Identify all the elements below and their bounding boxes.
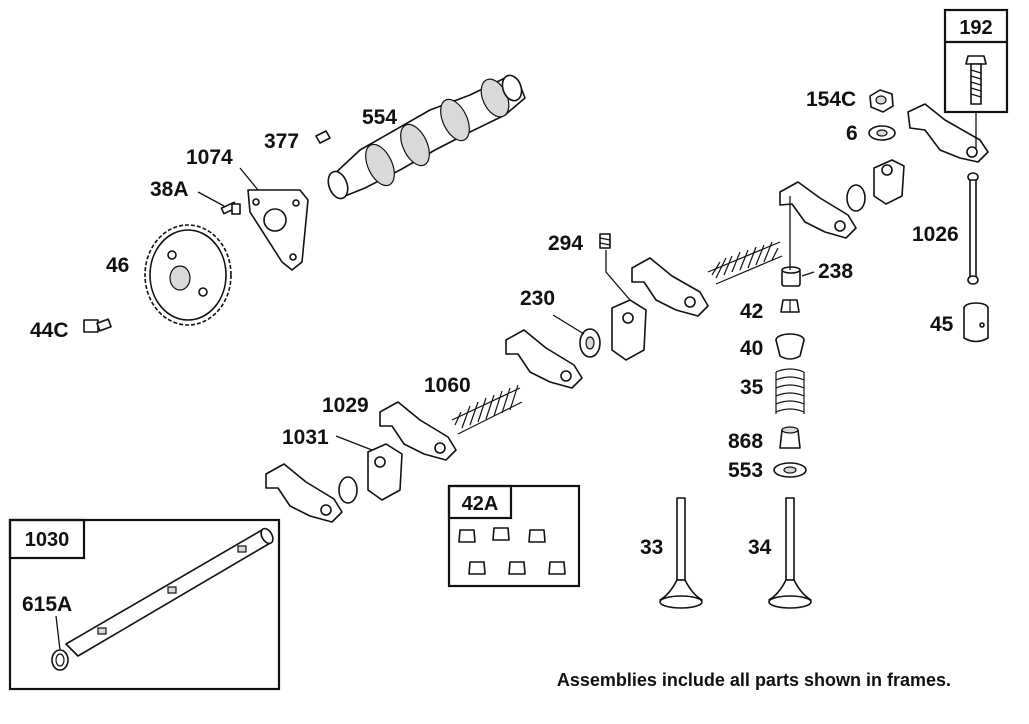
cam-plate-icon bbox=[247, 189, 309, 271]
callout-46: 46 bbox=[106, 254, 129, 277]
callout-1074: 1074 bbox=[186, 146, 233, 169]
callout-35: 35 bbox=[740, 376, 764, 399]
rocker-arm-top-right-icon bbox=[873, 103, 989, 205]
washer-553-icon bbox=[773, 462, 807, 478]
callout-230: 230 bbox=[520, 287, 555, 310]
snap-ring-icon bbox=[51, 649, 69, 671]
nut-154c-icon bbox=[869, 89, 894, 113]
callout-615A: 615A bbox=[22, 593, 72, 616]
rocker-arm-icon bbox=[779, 181, 857, 239]
callout-6: 6 bbox=[846, 122, 858, 145]
keeper-42-icon bbox=[780, 299, 800, 313]
adjusting-screw-icon bbox=[965, 55, 987, 105]
frame-1030: 1030 bbox=[8, 518, 281, 691]
callout-553: 553 bbox=[728, 459, 763, 482]
callout-45: 45 bbox=[930, 313, 954, 336]
frame-192-label: 192 bbox=[959, 17, 992, 39]
cam-gear-icon bbox=[144, 224, 232, 326]
valve-spring-upper-icon bbox=[707, 241, 783, 285]
valve-cap-icon bbox=[781, 266, 801, 287]
washer-230-icon bbox=[579, 328, 601, 358]
valve-seal-868-icon bbox=[779, 426, 801, 449]
valve-34-icon bbox=[768, 497, 812, 609]
frame-1030-label: 1030 bbox=[25, 529, 70, 551]
rocker-arm-1029-icon bbox=[379, 401, 457, 461]
rocker-arm-bottom-icon bbox=[265, 463, 343, 523]
valve-spring-35-icon bbox=[775, 368, 805, 414]
frame-42A-label: 42A bbox=[462, 493, 499, 515]
callout-154C: 154C bbox=[806, 88, 856, 111]
callout-34: 34 bbox=[748, 536, 772, 559]
washer-lower-icon bbox=[338, 476, 358, 504]
rocker-pedestal-icon bbox=[611, 299, 647, 361]
washer-6-icon bbox=[868, 125, 896, 141]
washer-icon bbox=[846, 184, 866, 212]
push-rod-icon bbox=[967, 172, 979, 285]
callout-868: 868 bbox=[728, 430, 763, 453]
callout-1031: 1031 bbox=[282, 426, 329, 449]
callout-44C: 44C bbox=[30, 319, 69, 342]
rocker-arm-lower-icon bbox=[505, 329, 583, 389]
callout-1029: 1029 bbox=[322, 394, 369, 417]
callout-33: 33 bbox=[640, 536, 663, 559]
tappet-icon bbox=[963, 302, 989, 343]
rocker-arm-middle-icon bbox=[631, 257, 709, 317]
callout-554: 554 bbox=[362, 106, 397, 129]
callout-1026: 1026 bbox=[912, 223, 959, 246]
callout-1060: 1060 bbox=[424, 374, 471, 397]
valve-33-icon bbox=[659, 497, 703, 609]
callout-377: 377 bbox=[264, 130, 299, 153]
rocker-spring-icon bbox=[451, 384, 523, 435]
callout-40: 40 bbox=[740, 337, 763, 360]
woodruff-key-icon bbox=[315, 130, 331, 144]
callout-238: 238 bbox=[818, 260, 853, 283]
frame-42A: 42A bbox=[447, 484, 581, 588]
frame-192: 192 bbox=[943, 8, 1009, 114]
set-screw-icon bbox=[599, 233, 611, 249]
spring-retainer-40-icon bbox=[775, 333, 805, 360]
bolt-38a-icon bbox=[220, 201, 241, 215]
rocker-pedestal-1031-icon bbox=[367, 443, 403, 501]
camshaft-icon bbox=[327, 74, 526, 200]
callout-42: 42 bbox=[740, 300, 763, 323]
rocker-shaft-icon bbox=[65, 527, 274, 657]
valve-keepers-set-icon bbox=[458, 527, 566, 575]
assemblies-footnote: Assemblies include all parts shown in fr… bbox=[557, 670, 951, 690]
callout-294: 294 bbox=[548, 232, 583, 255]
callout-38A: 38A bbox=[150, 178, 189, 201]
bolt-44c-icon bbox=[83, 318, 112, 333]
